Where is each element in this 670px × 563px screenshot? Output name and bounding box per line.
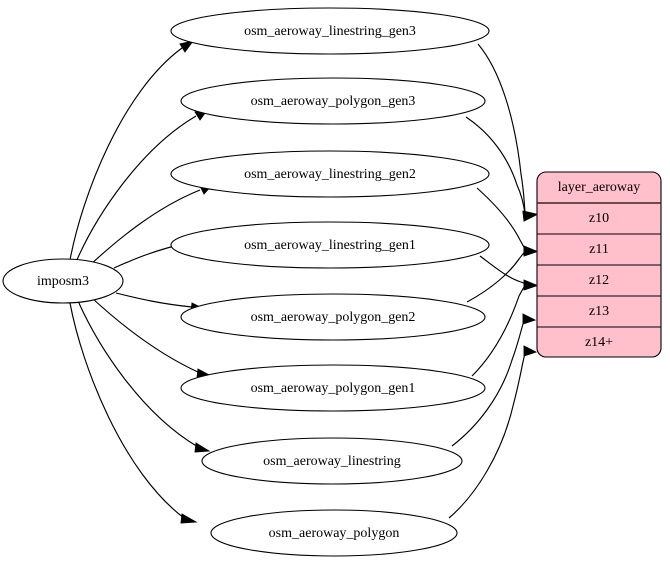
table-node-label: osm_aeroway_polygon_gen2 (251, 310, 416, 325)
node-osm_aeroway_polygon_gen2[interactable]: osm_aeroway_polygon_gen2 (180, 293, 486, 341)
edge-osm_aeroway_linestring_gen3-to-z10 (477, 43, 538, 221)
table-node-label: osm_aeroway_linestring_gen1 (244, 238, 416, 253)
table-node-label: osm_aeroway_linestring (263, 454, 401, 469)
table-ellipse[interactable] (180, 293, 486, 341)
table-ellipse[interactable] (201, 437, 463, 485)
node-osm_aeroway_polygon[interactable]: osm_aeroway_polygon (210, 509, 458, 557)
node-osm_aeroway_polygon_gen3[interactable]: osm_aeroway_polygon_gen3 (180, 77, 486, 125)
layer-table-header-label: layer_aeroway (558, 180, 640, 195)
layer-table-row-z13[interactable]: z13 (589, 304, 609, 319)
layer-table-row-z14plus[interactable]: z14+ (585, 335, 613, 350)
edge-imposm3-to-osm_aeroway_linestring_gen3 (69, 40, 195, 261)
node-osm_aeroway_linestring_gen1[interactable]: osm_aeroway_linestring_gen1 (170, 221, 490, 269)
edge-osm_aeroway_linestring-to-z13 (451, 313, 537, 447)
layer-table-row-z10[interactable]: z10 (589, 211, 609, 226)
node-osm_aeroway_linestring_gen2[interactable]: osm_aeroway_linestring_gen2 (170, 150, 490, 198)
table-ellipse[interactable] (180, 77, 486, 125)
node-imposm3[interactable]: imposm3 (2, 258, 124, 304)
table-node-label: osm_aeroway_polygon_gen1 (251, 381, 416, 396)
layer-table-row-z11[interactable]: z11 (589, 242, 609, 257)
table-ellipse[interactable] (180, 364, 486, 412)
imposm3-ellipse[interactable] (2, 258, 124, 304)
node-osm_aeroway_polygon_gen1[interactable]: osm_aeroway_polygon_gen1 (180, 364, 486, 412)
table-ellipse[interactable] (210, 509, 458, 557)
edges-tables-to-layer (448, 43, 538, 519)
edge-imposm3-to-osm_aeroway_linestring (77, 300, 211, 453)
edge-osm_aeroway_polygon_gen2-to-z11 (466, 246, 538, 303)
node-osm_aeroway_linestring_gen3[interactable]: osm_aeroway_linestring_gen3 (170, 7, 490, 55)
table-node-label: osm_aeroway_linestring_gen3 (244, 24, 416, 39)
table-node-label: osm_aeroway_linestring_gen2 (244, 167, 416, 182)
layer-table-row-z12[interactable]: z12 (589, 273, 609, 288)
table-ellipse[interactable] (170, 7, 490, 55)
edge-osm_aeroway_polygon_gen1-to-z12 (471, 280, 538, 377)
layer-aeroway-table[interactable]: layer_aeroway z10 z11 z12 z13 z14+ (536, 171, 662, 358)
edge-osm_aeroway_polygon_gen3-to-z10 (465, 116, 538, 222)
table-node-label: osm_aeroway_polygon (269, 526, 400, 541)
node-osm_aeroway_linestring[interactable]: osm_aeroway_linestring (201, 437, 463, 485)
edge-osm_aeroway_polygon-to-z14plus (448, 345, 538, 519)
imposm3-label: imposm3 (37, 274, 89, 289)
table-ellipse[interactable] (170, 150, 490, 198)
table-node-label: osm_aeroway_polygon_gen3 (251, 94, 416, 109)
table-ellipse[interactable] (170, 221, 490, 269)
edge-imposm3-to-osm_aeroway_polygon (69, 302, 198, 524)
